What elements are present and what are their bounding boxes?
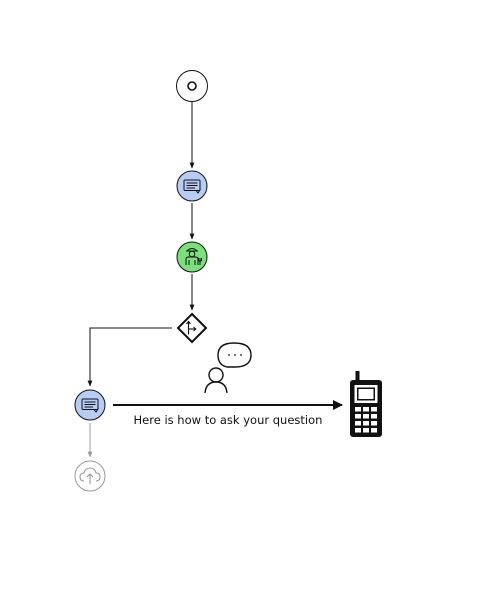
agent-person-icon — [185, 248, 202, 265]
cloud-upload-icon — [79, 467, 101, 484]
speech-bubble — [217, 342, 252, 368]
user-head — [208, 367, 224, 383]
message-icon — [81, 398, 99, 413]
connector-gateway-to-message[interactable] — [87, 327, 172, 387]
cloud-upload-node[interactable] — [74, 460, 106, 492]
branch-icon — [186, 320, 197, 335]
message-node[interactable] — [74, 389, 106, 421]
branch-gateway[interactable] — [176, 312, 208, 344]
message-icon — [183, 179, 201, 194]
message-node[interactable] — [176, 170, 208, 202]
start-event[interactable] — [176, 70, 208, 102]
circle-dot-icon — [187, 81, 197, 91]
user-speech-icon — [204, 342, 252, 394]
agent-node[interactable] — [176, 241, 208, 273]
message-label: Here is how to ask your question — [134, 413, 323, 427]
user-shoulders — [204, 381, 228, 394]
mobile-phone-icon — [350, 371, 382, 437]
